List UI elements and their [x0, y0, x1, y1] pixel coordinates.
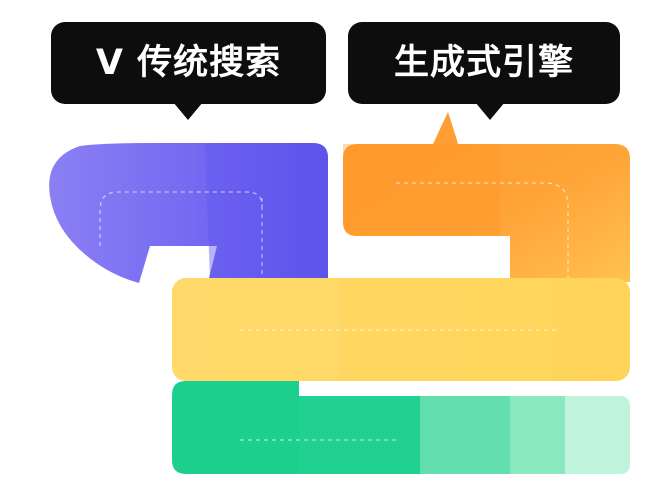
traditional-search-bubble-tail: [173, 102, 203, 120]
traditional-search-label: V 传统搜索: [95, 43, 282, 83]
generative-engine-bubble-tail: [475, 102, 505, 120]
generative-engine-label: 生成式引擎: [393, 43, 574, 83]
generative-engine-bubble: 生成式引擎: [348, 22, 620, 104]
orange-curved-arrow-icon: [343, 112, 630, 282]
traditional-search-bubble: V 传统搜索: [51, 22, 326, 104]
green-fading-bar: [172, 381, 630, 474]
